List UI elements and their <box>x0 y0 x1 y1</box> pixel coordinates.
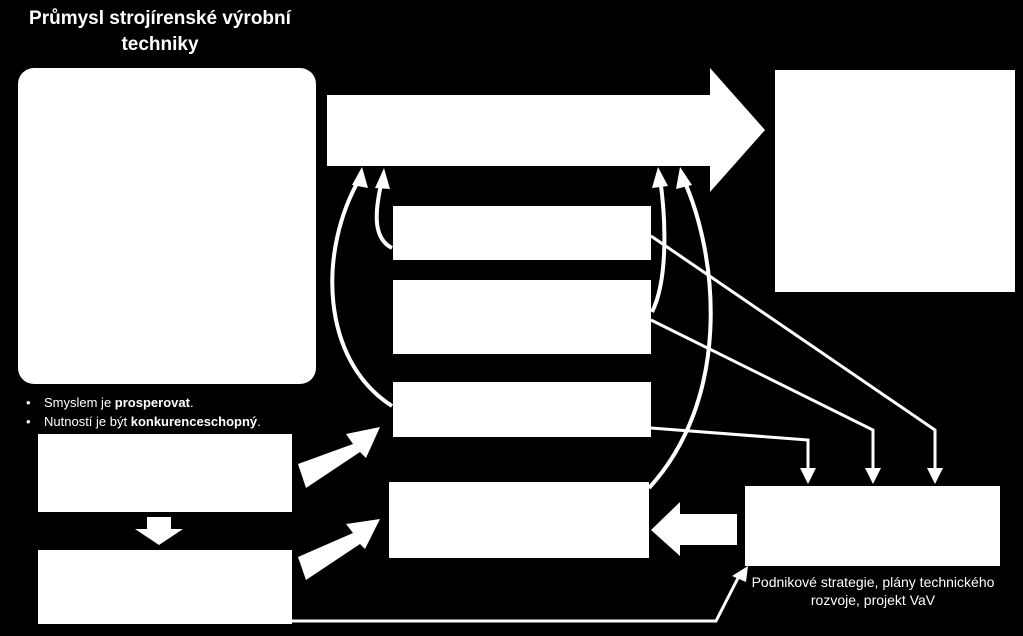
bullet-item-competitive: Nutností je být konkurenceschopný. <box>24 412 261 431</box>
curve-arrow-right-outer <box>647 177 713 490</box>
industry-box <box>18 68 316 384</box>
line-from-box2 <box>650 318 875 470</box>
center-box-1 <box>393 206 651 260</box>
center-box-4 <box>389 482 649 558</box>
strategy-box <box>745 486 1000 566</box>
main-flow-arrow <box>327 68 765 192</box>
arrowhead-6 <box>865 468 881 484</box>
line-bottom-feedback <box>292 577 740 623</box>
curve-arrow-right-inner <box>650 177 667 313</box>
center-box-2 <box>393 280 651 354</box>
arrowhead-2 <box>375 168 390 189</box>
block-arrow-lower <box>298 519 380 580</box>
line-from-box1 <box>650 234 937 470</box>
arrowhead-8 <box>732 566 748 582</box>
bullet-list: Smyslem je prosperovat. Nutností je být … <box>24 393 261 431</box>
bullet-item-prosper: Smyslem je prosperovat. <box>24 393 261 412</box>
line-from-box3 <box>650 426 810 470</box>
outcome-box <box>773 68 1017 294</box>
diagram-title: Průmysl strojírenské výrobní techniky <box>29 8 291 55</box>
block-arrow-upper <box>298 427 380 488</box>
strategy-caption: Podnikové strategie, plány technického r… <box>751 574 995 608</box>
left-lower-box-1 <box>38 434 292 512</box>
arrowhead-7 <box>800 468 816 484</box>
left-lower-box-2 <box>38 550 292 624</box>
curve-arrow-left-inner <box>374 179 394 250</box>
down-arrow <box>135 517 183 545</box>
arrowhead-5 <box>927 468 943 484</box>
curve-arrow-left-outer <box>330 176 394 408</box>
arrowhead-3 <box>652 167 668 188</box>
center-box-3 <box>393 382 651 437</box>
left-block-arrow <box>651 502 737 556</box>
arrowhead-1 <box>352 167 368 188</box>
arrowhead-4 <box>676 167 692 189</box>
